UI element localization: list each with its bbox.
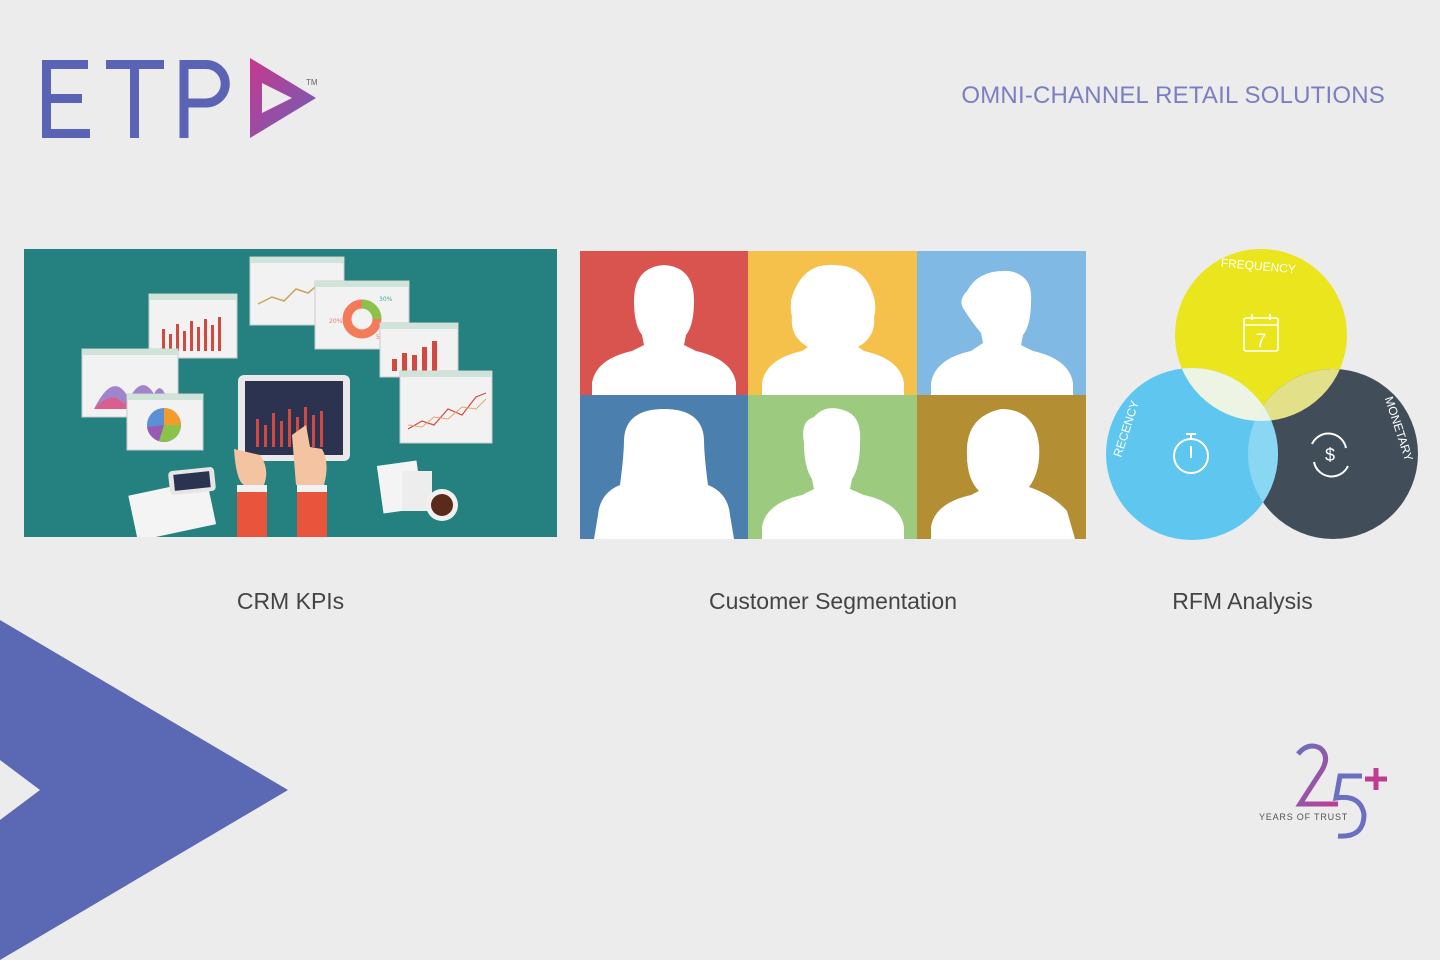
- trend-chart-window: [399, 370, 493, 444]
- logo-letter-t: [106, 60, 164, 138]
- avatar-female-1: [748, 251, 917, 395]
- trademark-mark: TM: [306, 78, 318, 87]
- tagline: OMNI-CHANNEL RETAIL SOLUTIONS: [961, 82, 1385, 109]
- calendar-day: 7: [1256, 331, 1267, 352]
- crm-dashboard-illustration: 30% 20% 50%: [81, 256, 493, 537]
- calendar-icon: [1243, 314, 1279, 352]
- etp-logo: TM: [42, 58, 318, 138]
- growth-bars-window: [379, 322, 459, 378]
- years-of-trust-text: YEARS OF TRUST: [1259, 812, 1349, 822]
- hands: [234, 425, 327, 537]
- digit-five: [1332, 773, 1367, 839]
- years-of-trust-badge: [1295, 743, 1387, 839]
- logo-letter-e: [42, 60, 90, 138]
- avatar-male-2: [917, 251, 1086, 395]
- avatar-male-3: [748, 395, 917, 539]
- caption-crm-kpis: CRM KPIs: [236, 588, 345, 614]
- avatar-female-2: [580, 395, 748, 539]
- freq-monetary-overlap: [1248, 369, 1347, 421]
- stopwatch-icon: [1173, 433, 1209, 474]
- customer-segmentation-image: [580, 251, 1086, 539]
- crm-kpis-image: 30% 20% 50%: [24, 249, 557, 537]
- donut-label-left: 20%: [329, 318, 343, 325]
- phone-and-papers: [128, 460, 458, 537]
- pie-chart-window: [126, 393, 204, 451]
- plus-sign: [1365, 768, 1387, 790]
- tablet: [238, 375, 350, 461]
- caption-customer-segmentation: Customer Segmentation: [708, 588, 957, 614]
- avatar-male-1: [580, 251, 748, 395]
- logo-letter-p: [179, 60, 230, 138]
- donut-label-top: 30%: [379, 296, 393, 303]
- avatar-female-3: [917, 395, 1086, 539]
- dollar-cycle-icon: [1311, 432, 1349, 478]
- caption-rfm-analysis: RFM Analysis: [1172, 588, 1313, 614]
- rfm-venn-diagram: 7 $ FREQUENCY RECENCY MONETARY: [1106, 249, 1418, 540]
- bar-chart-window: [148, 293, 238, 359]
- frequency-label: FREQUENCY: [1220, 256, 1296, 277]
- digit-two: [1295, 743, 1338, 807]
- logo-play-icon: [250, 58, 316, 138]
- arrow-decoration: [0, 620, 288, 960]
- freq-recency-overlap: [1175, 368, 1278, 421]
- dollar-sign: $: [1325, 445, 1335, 465]
